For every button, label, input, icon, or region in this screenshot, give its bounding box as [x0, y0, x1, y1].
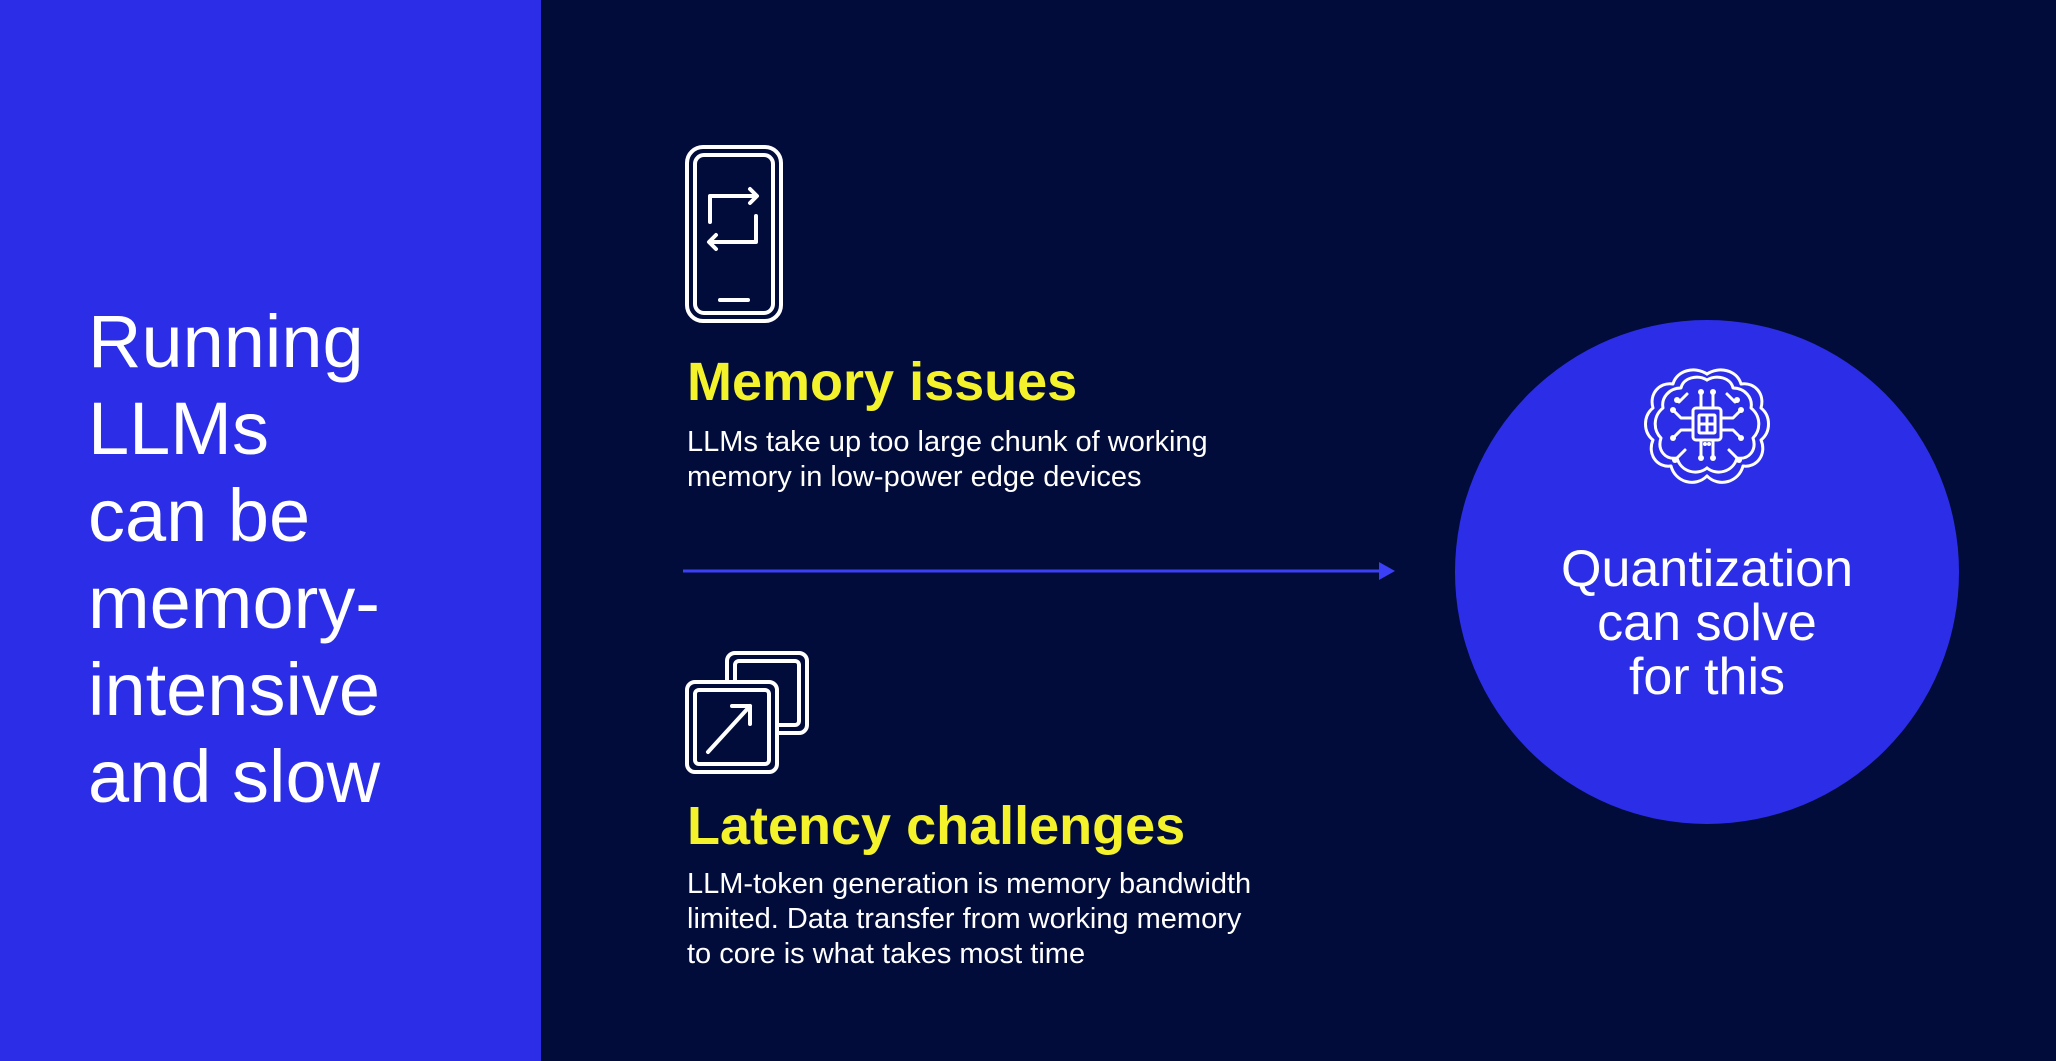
- memory-issues-title: Memory issues: [687, 352, 1078, 412]
- latency-challenges-description-line: to core is what takes most time: [687, 938, 1086, 970]
- headline: Running LLMs can be memory- intensive an…: [88, 298, 508, 820]
- headline-line: and slow: [88, 735, 381, 818]
- layers-arrow-icon: [685, 651, 809, 774]
- headline-line: intensive: [88, 648, 381, 731]
- solution-text-line: can solve: [1597, 594, 1817, 652]
- solution-text-line: Quantization: [1561, 540, 1853, 598]
- latency-challenges-description: LLM-token generation is memory bandwidth…: [687, 867, 1367, 972]
- headline-line: can be: [88, 474, 311, 557]
- headline-line: Running: [88, 300, 364, 383]
- headline-line: memory-: [88, 561, 380, 644]
- solution-circle: Quantization can solve for this: [1455, 320, 1959, 824]
- solution-text-line: for this: [1628, 648, 1786, 706]
- latency-challenges-description-line: LLM-token generation is memory bandwidth: [687, 868, 1252, 900]
- memory-issues-description: LLMs take up too large chunk of working …: [687, 425, 1367, 495]
- memory-issues-description-line: LLMs take up too large chunk of working: [687, 426, 1208, 458]
- memory-issues-description-line: memory in low-power edge devices: [687, 461, 1142, 493]
- left-panel: Running LLMs can be memory- intensive an…: [0, 0, 541, 1061]
- headline-line: LLMs: [88, 387, 269, 470]
- latency-challenges-description-line: limited. Data transfer from working memo…: [687, 903, 1242, 935]
- brain-chip-icon: [1644, 368, 1770, 484]
- phone-rotate-icon: [685, 145, 783, 323]
- latency-challenges-title: Latency challenges: [687, 796, 1186, 856]
- solution-text: Quantization can solve for this: [1455, 542, 1959, 704]
- arrow-right-icon: [683, 562, 1395, 580]
